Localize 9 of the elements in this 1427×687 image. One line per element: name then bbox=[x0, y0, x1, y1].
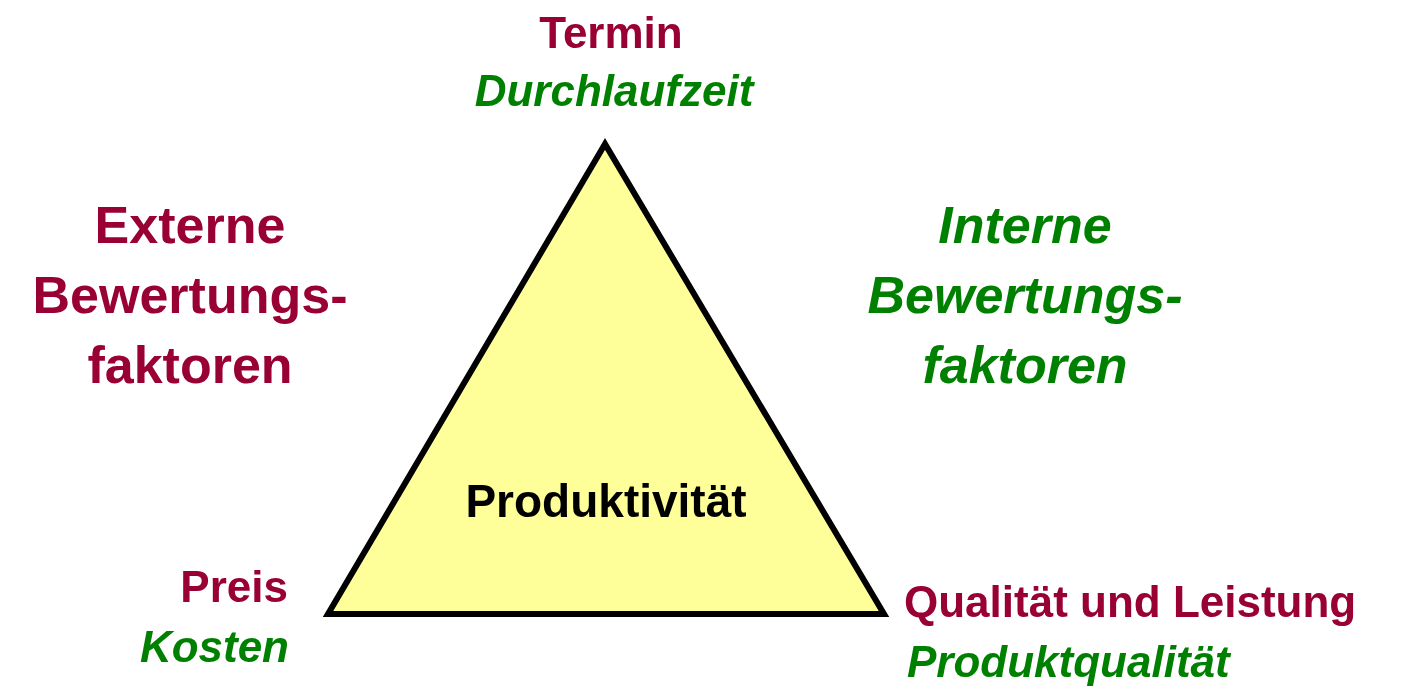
corner-sublabel: Produktqualität bbox=[907, 637, 1230, 687]
side-label: Interne Bewertungs-faktoren bbox=[866, 195, 1184, 396]
corner-label: Preis bbox=[180, 562, 288, 613]
corner-sublabel: Kosten bbox=[139, 622, 289, 673]
corner-sublabel: Durchlaufzeit bbox=[474, 66, 754, 117]
corner-label: Qualität und Leistung bbox=[904, 577, 1357, 628]
node-label: Produktivität bbox=[465, 474, 747, 528]
side-label: Externe Bewertungs-faktoren bbox=[31, 195, 349, 396]
corner-label: Termin bbox=[539, 8, 683, 59]
